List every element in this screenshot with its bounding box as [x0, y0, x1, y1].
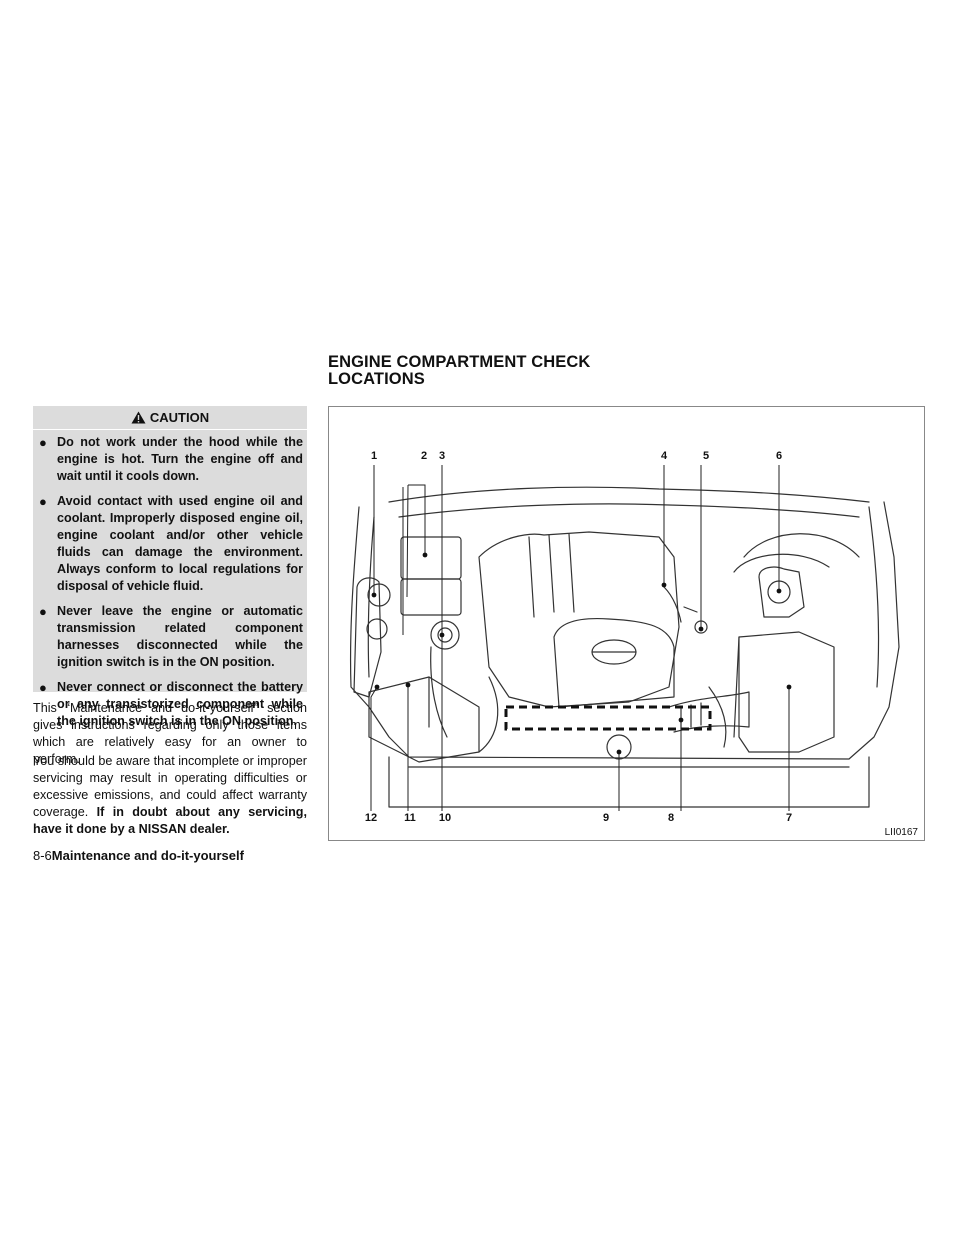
caution-box: CAUTION ● Do not work under the hood whil…	[33, 406, 307, 728]
section-title-line1: ENGINE COMPARTMENT CHECK	[328, 353, 591, 371]
callout-label: 7	[786, 812, 792, 824]
caution-list: ● Do not work under the hood while the en…	[39, 434, 303, 738]
caution-item-text: Never leave the engine or automatic tran…	[57, 604, 303, 669]
caution-heading: CAUTION	[33, 406, 307, 428]
dealer-advice: If in doubt about any servicing, have it…	[33, 805, 307, 836]
intro-paragraph: This “Maintenance and do-it-yourself” se…	[33, 701, 307, 766]
caution-heading-text: CAUTION	[149, 409, 210, 425]
callout-label: 8	[668, 812, 674, 824]
caution-divider	[33, 429, 307, 430]
caution-item-text: Never connect or disconnect the battery …	[57, 680, 303, 728]
chapter-title: Maintenance and do-it-yourself	[51, 848, 244, 863]
callout-label: 12	[365, 812, 377, 824]
page-number: 8-6	[33, 848, 52, 863]
callout-label: 9	[603, 812, 609, 824]
caution-item: ● Do not work under the hood while the en…	[39, 434, 303, 485]
section-title: ENGINE COMPARTMENT CHECK LOCATIONS	[328, 354, 590, 388]
callout-label: 3	[439, 450, 445, 462]
callout-label: 6	[776, 450, 782, 462]
bullet-icon: ●	[39, 680, 47, 695]
caution-item: ● Never leave the engine or automatic tra…	[39, 603, 303, 671]
figure-code: LII0167	[884, 827, 918, 838]
caution-item: ● Avoid contact with used engine oil and …	[39, 493, 303, 595]
caution-item-text: Do not work under the hood while the eng…	[57, 435, 303, 483]
warranty-paragraph: You should be aware that incomplete or i…	[33, 753, 307, 838]
callout-label: 5	[703, 450, 709, 462]
engine-compartment-figure: 1 2 3 4 5 6 12 11 10 9 8 7 LII0167	[328, 406, 925, 841]
caution-item-text: Avoid contact with used engine oil and c…	[57, 494, 303, 593]
section-title-line2: LOCATIONS	[328, 370, 425, 388]
bullet-icon: ●	[39, 494, 47, 509]
callout-label: 1	[371, 450, 377, 462]
callout-label: 11	[404, 812, 416, 824]
callout-label: 10	[439, 812, 451, 824]
warning-triangle-icon	[131, 411, 146, 423]
warranty-text: You should be aware that incomplete or i…	[33, 754, 307, 819]
caution-item: ● Never connect or disconnect the battery…	[39, 679, 303, 730]
engine-illustration: 1 2 3 4 5 6 12 11 10 9 8 7	[349, 450, 900, 824]
bullet-icon: ●	[39, 604, 47, 619]
callout-label: 2	[421, 450, 427, 462]
page-footer: 8-6Maintenance and do-it-yourself	[33, 848, 244, 863]
callout-label: 4	[661, 450, 668, 462]
bullet-icon: ●	[39, 435, 47, 450]
